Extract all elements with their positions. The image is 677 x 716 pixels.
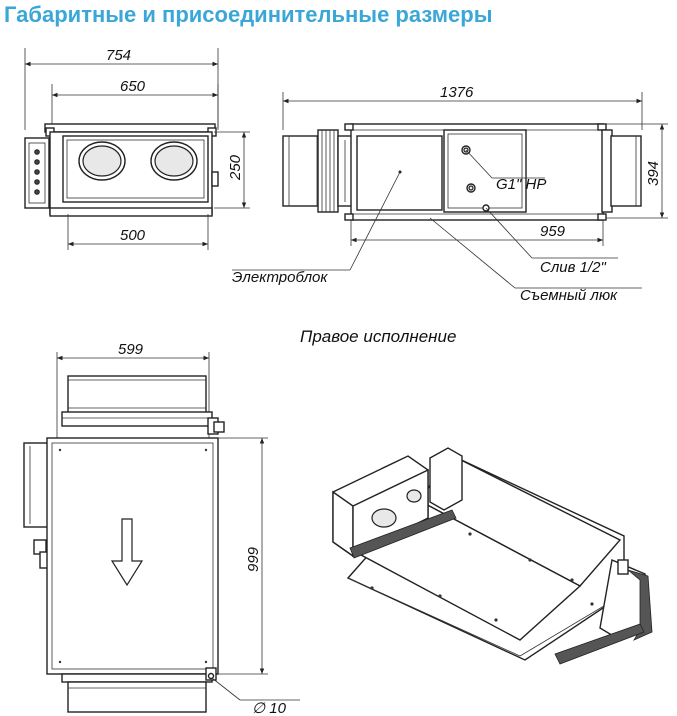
drain-callout: Слив 1/2" [540, 259, 606, 276]
connection-callout: G1" НР [496, 176, 546, 193]
dim-754-label: 754 [106, 47, 131, 64]
electric-box-top [23, 442, 49, 528]
dim-599-label: 599 [118, 341, 144, 358]
service-hatch-callout: Съемный люк [520, 287, 618, 304]
bottom-spigot [67, 681, 207, 713]
dim-250-label: 250 [227, 154, 244, 181]
hole-diameter-callout: ∅ 10 [252, 700, 287, 716]
electric-box-panel [356, 135, 443, 211]
dim-1376-label: 1376 [440, 84, 474, 101]
top-view: 599 999 [23, 341, 300, 716]
side-view: 1376 [232, 84, 668, 304]
airflow-arrow-icon [110, 518, 144, 587]
side-left-spigot [282, 135, 324, 207]
configuration-subtitle: Правое исполнение [300, 327, 456, 346]
dim-999-label: 999 [245, 546, 262, 572]
side-right-spigot [610, 135, 642, 207]
dim-650-label: 650 [120, 78, 146, 95]
page-title: Габаритные и присоединительные размеры [4, 2, 493, 27]
isometric-view [332, 447, 653, 665]
dim-959-label: 959 [540, 223, 566, 240]
dim-500-label: 500 [120, 227, 146, 244]
electric-box-callout: Электроблок [232, 269, 328, 286]
dim-394-label: 394 [645, 161, 662, 186]
front-view: 754 650 250 [24, 47, 250, 250]
